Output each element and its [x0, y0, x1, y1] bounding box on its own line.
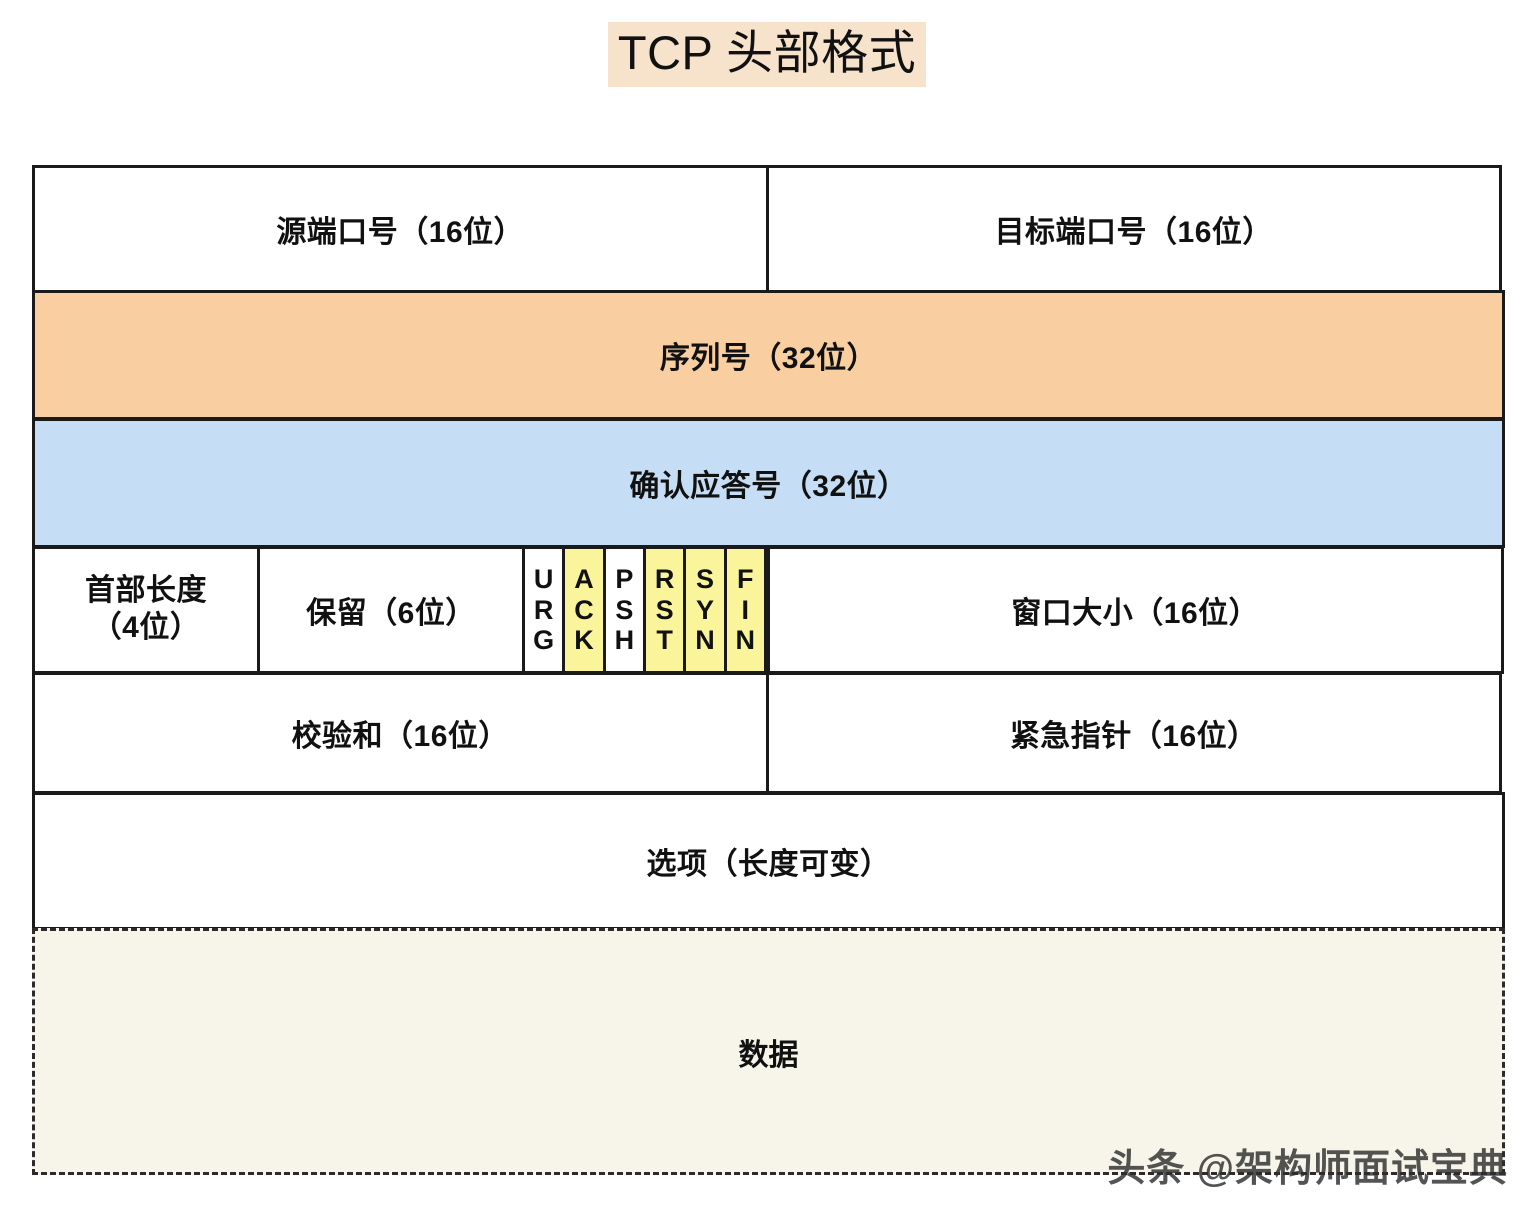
- row-options: 选项（长度可变）: [32, 792, 1505, 930]
- row-acknowledgement-number: 确认应答号（32位）: [32, 418, 1505, 548]
- cell-options: 选项（长度可变）: [32, 792, 1505, 930]
- cell-reserved: 保留（6位）: [257, 546, 525, 674]
- cell-source-port: 源端口号（16位）: [32, 165, 769, 293]
- flag-rst-char-3: T: [656, 625, 673, 656]
- flag-urg-char-3: G: [533, 625, 555, 656]
- flag-psh-char-3: H: [614, 625, 635, 656]
- row-control: 首部长度 （4位） 保留（6位） U R G A C K P S H R: [32, 546, 1505, 674]
- flag-syn-char-2: Y: [695, 594, 714, 625]
- tcp-header-diagram: 源端口号（16位） 目标端口号（16位） 序列号（32位） 确认应答号（32位）…: [32, 165, 1505, 1175]
- row-checksum: 校验和（16位） 紧急指针（16位）: [32, 672, 1505, 794]
- flag-fin-char-2: I: [741, 594, 750, 625]
- flag-rst: R S T: [642, 549, 687, 671]
- flag-urg-char-1: U: [533, 564, 554, 595]
- cell-urgent-pointer: 紧急指针（16位）: [765, 672, 1502, 794]
- header-length-line-1: 首部长度: [85, 574, 207, 608]
- flag-ack: A C K: [562, 549, 606, 671]
- row-data: 数据: [32, 928, 1505, 1175]
- flag-psh: P S H: [602, 549, 646, 671]
- flag-syn: S Y N: [683, 549, 727, 671]
- flag-ack-char-2: C: [574, 594, 594, 625]
- cell-data: 数据: [32, 928, 1505, 1175]
- cell-acknowledgement-number: 确认应答号（32位）: [32, 418, 1505, 548]
- page-title-text: TCP 头部格式: [607, 22, 927, 87]
- cell-window-size: 窗口大小（16位）: [767, 546, 1504, 674]
- cell-flags-group: U R G A C K P S H R S T S Y N: [522, 546, 767, 674]
- cell-destination-port: 目标端口号（16位）: [765, 165, 1502, 293]
- cell-sequence-number: 序列号（32位）: [32, 290, 1505, 420]
- flag-ack-char-3: K: [574, 625, 594, 656]
- page-title: TCP 头部格式: [0, 22, 1534, 87]
- cell-header-length: 首部长度 （4位）: [32, 546, 260, 674]
- flag-fin-char-3: N: [735, 625, 756, 656]
- flag-psh-char-1: P: [615, 564, 634, 595]
- flag-urg: U R G: [525, 549, 566, 671]
- flag-fin-char-1: F: [737, 564, 754, 595]
- flag-urg-char-2: R: [533, 594, 554, 625]
- row-ports: 源端口号（16位） 目标端口号（16位）: [32, 165, 1505, 293]
- header-length-line-2: （4位）: [91, 611, 201, 644]
- flag-syn-char-1: S: [695, 564, 714, 595]
- watermark: 头条 @架构师面试宝典: [1107, 1148, 1508, 1190]
- flag-rst-char-2: S: [655, 594, 674, 625]
- flag-rst-char-1: R: [654, 564, 675, 595]
- flag-fin: F I N: [723, 549, 764, 671]
- flag-syn-char-3: N: [695, 625, 715, 656]
- flag-psh-char-2: S: [615, 594, 634, 625]
- row-sequence-number: 序列号（32位）: [32, 290, 1505, 420]
- cell-checksum: 校验和（16位）: [32, 672, 769, 794]
- flag-ack-char-1: A: [574, 564, 594, 595]
